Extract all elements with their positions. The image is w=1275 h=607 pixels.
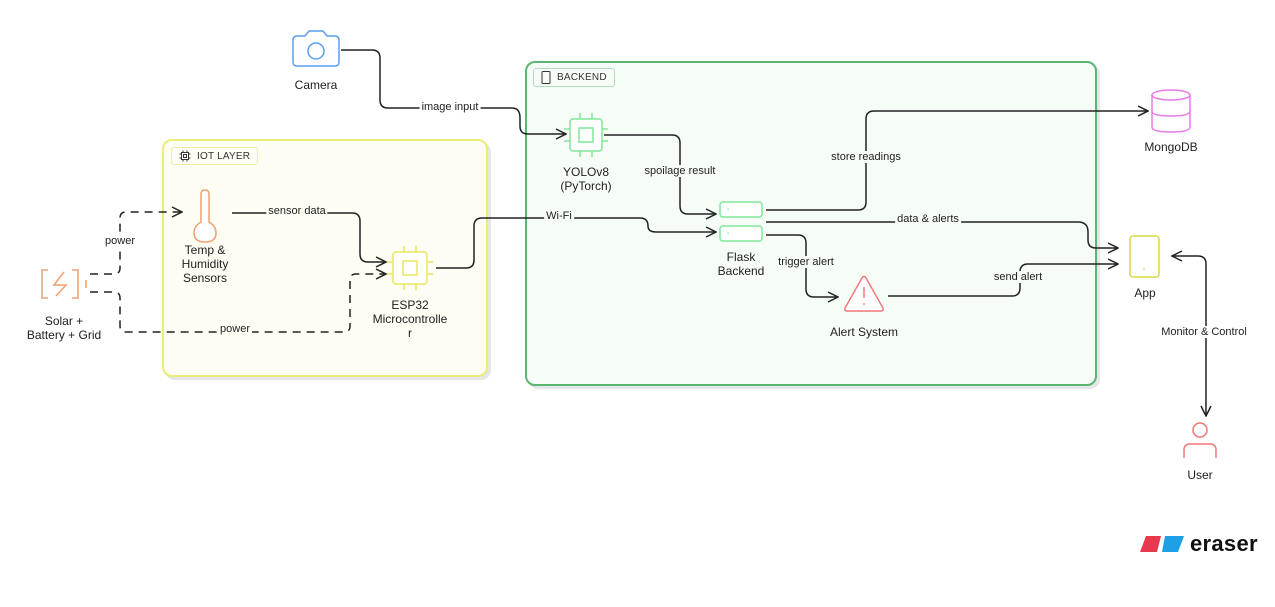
iot-layer-group[interactable] [162,139,488,377]
tablet-icon [541,71,551,84]
edge-label-spoilage-result: spoilage result [642,165,718,177]
eraser-logo-icon [1140,536,1184,552]
sensors-label-line2: Humidity [181,257,229,271]
edge-power-esp32[interactable] [90,274,386,333]
edge-label-store-readings: store readings [829,151,903,163]
edge-label-power-esp32: power [218,323,252,335]
edge-sensor-data[interactable] [232,212,386,262]
flask-label-line1: Flask [726,250,756,264]
esp32-chip-icon[interactable] [387,246,433,290]
alert-system-label: Alert System [830,325,898,339]
camera-label: Camera [295,78,338,92]
chip-icon [179,150,191,162]
edge-wifi[interactable] [436,217,716,269]
app-label: App [1134,286,1155,300]
thermometer-icon[interactable] [193,189,217,243]
camera-icon[interactable] [292,30,340,67]
sensors-label-line3: Sensors [182,271,228,285]
backend-title: BACKEND [557,72,607,83]
user-label: User [1187,468,1212,482]
edge-store-readings[interactable] [766,111,1148,211]
server-icon[interactable] [719,201,763,242]
esp32-label-line2: Microcontrolle [372,312,448,326]
eraser-brand[interactable]: eraser [1140,531,1258,557]
edge-label-data-alerts: data & alerts [895,213,961,225]
yolo-label-line2: (PyTorch) [560,179,612,193]
esp32-label: ESP32 Microcontrolle r [373,298,448,340]
iot-layer-label: IOT LAYER [171,147,259,165]
battery-bolt-icon[interactable] [41,269,87,299]
warning-icon[interactable] [844,275,884,312]
camera-label-text: Camera [294,78,338,92]
edge-label-send-alert: send alert [991,271,1045,283]
app-label-text: App [1134,286,1156,300]
eraser-brand-name: eraser [1190,531,1258,556]
edge-label-sensor-data: sensor data [266,205,328,217]
edge-label-monitor-control: Monitor & Control [1159,326,1249,338]
edge-data-alerts[interactable] [766,221,1118,248]
database-icon[interactable] [1151,89,1191,133]
power-source-label: Solar + Battery + Grid [27,314,101,342]
power-label-line2: Battery + Grid [26,328,102,342]
backend-label: BACKEND [533,68,615,87]
edge-image-input[interactable] [341,49,566,134]
edge-label-trigger-alert: trigger alert [776,256,836,268]
edge-label-wifi: Wi-Fi [544,210,574,222]
flask-label-line2: Backend [717,264,765,278]
backend-group[interactable] [525,61,1097,386]
yolo-label: YOLOv8 (PyTorch) [560,165,611,193]
edge-label-image-input: image input [419,101,481,113]
yolo-chip-icon[interactable] [564,113,608,157]
mobile-icon[interactable] [1129,235,1160,278]
user-label-text: User [1187,468,1213,482]
yolo-label-line1: YOLOv8 [562,165,610,179]
user-icon[interactable] [1183,422,1217,458]
alert-system-label-text: Alert System [829,325,899,339]
esp32-label-line3: r [407,326,412,340]
edge-label-power-sensors: power [103,235,137,247]
sensors-label: Temp & Humidity Sensors [182,243,229,285]
mongodb-label: MongoDB [1144,140,1197,154]
iot-layer-title: IOT LAYER [197,150,251,162]
sensors-label-line1: Temp & [184,243,226,257]
power-label-line1: Solar + [44,314,84,328]
mongodb-label-text: MongoDB [1144,140,1198,154]
edge-monitor-control[interactable] [1172,256,1206,416]
esp32-label-line1: ESP32 [391,298,429,312]
flask-label: Flask Backend [718,250,765,278]
